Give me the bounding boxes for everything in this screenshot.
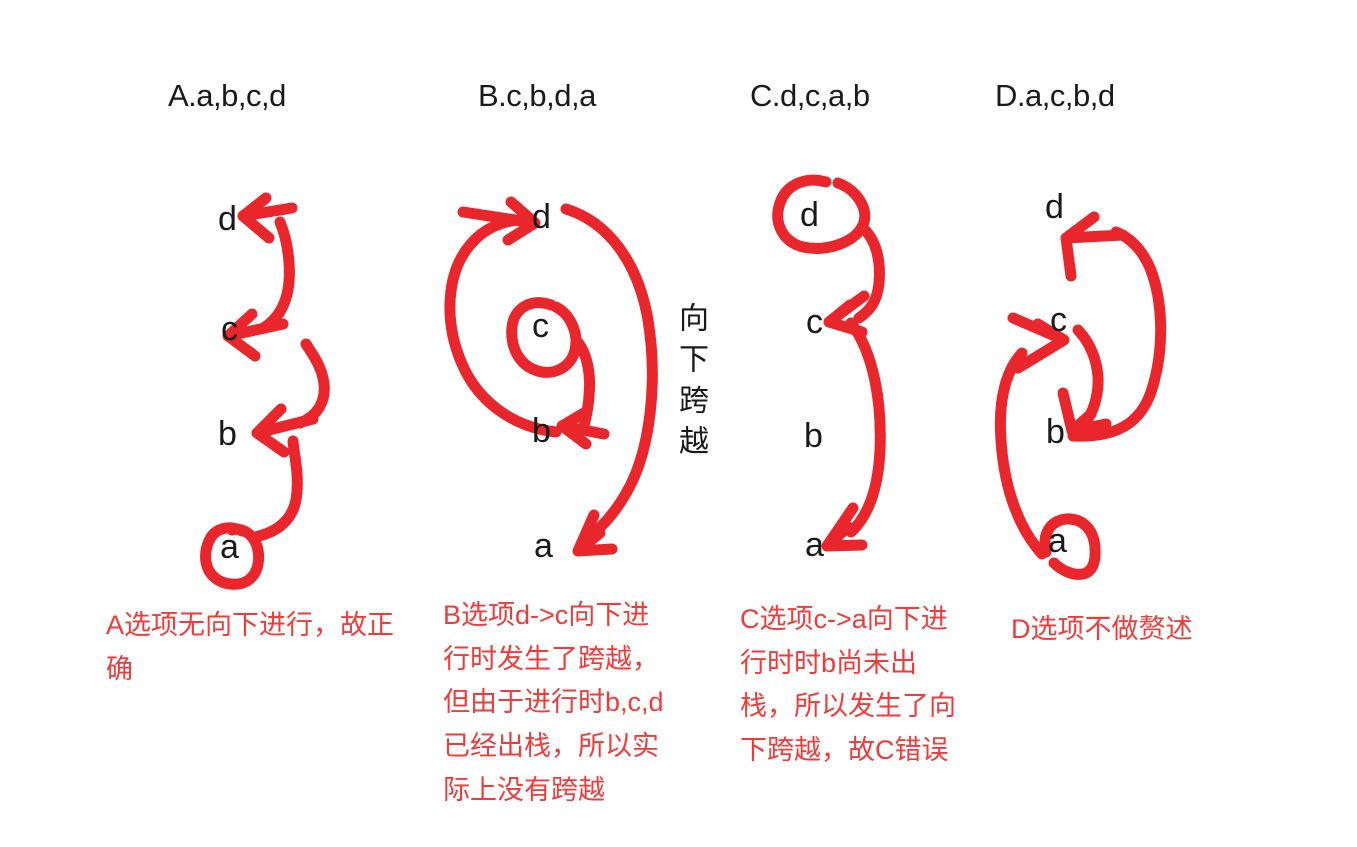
arc-b-to-d-col-d [1067,226,1167,442]
column-header-a: A.a,b,c,d [168,78,286,113]
arrowhead-into-a-col-c [821,502,868,552]
column-header-c: C.d,c,a,b [750,78,870,113]
explanation-note-d: D选项不做赘述 [1011,614,1193,644]
arrowhead-into-c-col-c [823,290,870,338]
stroke-d-to-c-col-c [853,222,885,324]
column-header-d: D.a,c,b,d [995,78,1115,113]
node-label-a-b: b [218,415,237,453]
arrowhead-into-d [237,192,298,244]
arc-c-to-a-col-c [845,317,886,538]
node-label-c-a: a [805,526,824,564]
node-label-d-b: b [1046,413,1065,451]
stroke-c-to-b-col-d [1072,324,1104,434]
arrowhead-into-a-col-b [572,509,618,557]
explanation-note-c: C选项c->a向下进 行时时b尚未出 栈，所以发生了向 下跨越，故C错误 [740,604,956,766]
node-label-b-a: a [534,527,553,565]
explanation-note-a: A选项无向下进行，故正 确 [106,610,395,684]
node-label-b-c: c [532,307,549,345]
arrowhead-into-d-col-d [1060,211,1129,282]
stroke-c-to-b-col-b [570,334,596,433]
node-label-c-c: c [806,303,823,341]
arrowhead-into-b-col-d [1057,387,1112,437]
circle-around-d-col-c [772,174,871,254]
node-label-d-a: a [1048,522,1067,560]
arrowhead-into-d-col-b [457,196,541,246]
arc-a-to-c-col-d [994,347,1048,560]
explanation-note-b: B选项d->c向下进 行时发生了跨越， 但由于进行时b,c,d 已经出栈，所以实… [443,600,664,805]
node-label-a-d: d [218,200,237,238]
arrowhead-into-b-col-b [556,407,610,450]
arrowhead-into-b [251,403,319,458]
node-label-d-d: d [1045,188,1064,226]
node-label-b-b: b [532,412,551,450]
stroke-b-to-c [294,338,330,429]
stroke-c-to-d [259,216,295,333]
node-label-c-b: b [804,417,823,455]
node-label-d-c: c [1050,301,1067,339]
node-label-c-d: d [800,196,819,234]
node-label-a-a: a [220,528,239,566]
vertical-note-downward-crossing: 向下跨越 [674,302,707,466]
node-label-a-c: c [221,310,238,348]
arc-d-to-a-col-b [560,203,658,544]
stroke-a-to-b [249,435,303,543]
column-header-b: B.c,b,d,a [478,78,596,113]
node-label-b-d: d [532,198,551,236]
